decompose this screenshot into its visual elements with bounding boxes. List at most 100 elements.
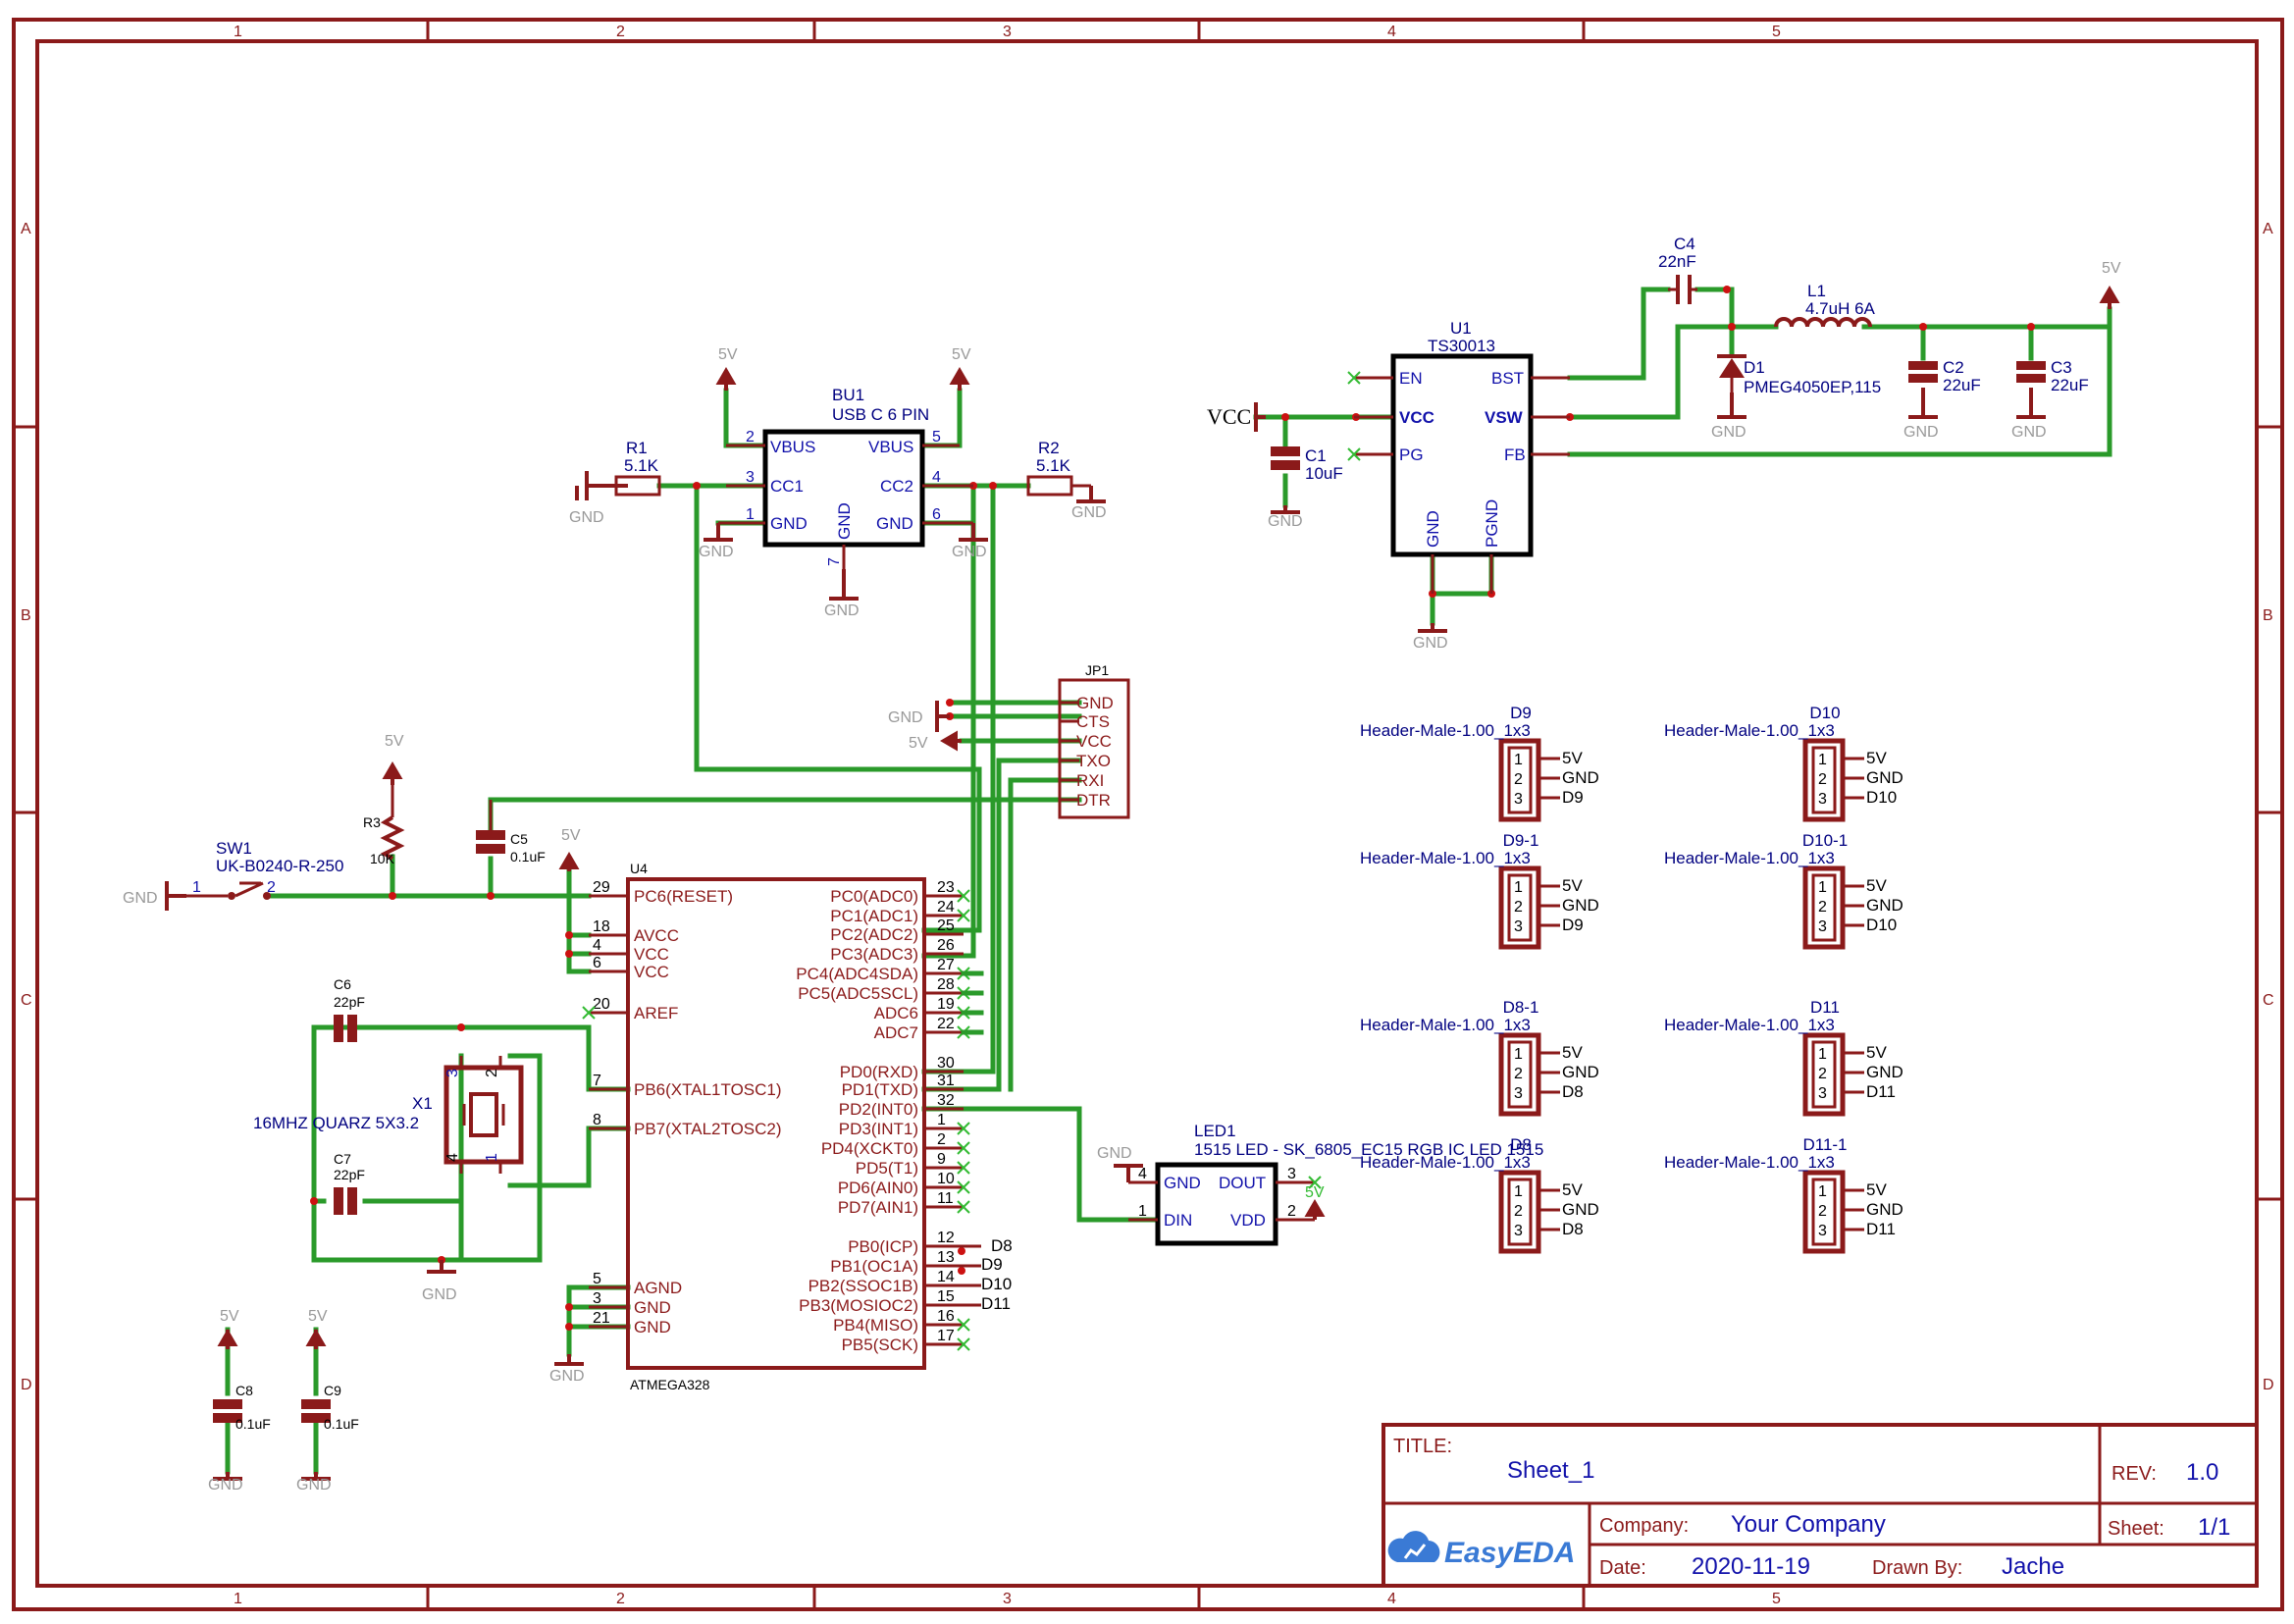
header-net-label: 5V	[1866, 876, 1887, 895]
u4-pin-name: PB6(XTAL1TOSC1)	[634, 1080, 782, 1099]
header-pin-number: 3	[1514, 791, 1523, 808]
u4-pin-number: 14	[937, 1269, 955, 1285]
header-ref: D10	[1809, 704, 1840, 722]
header-inner	[1811, 746, 1837, 814]
u4-pin-name: AGND	[634, 1279, 682, 1297]
svg-text:GND: GND	[208, 1477, 243, 1493]
u4-pin-number: 16	[937, 1308, 955, 1325]
svg-text:10uF: 10uF	[1305, 464, 1343, 483]
svg-text:22uF: 22uF	[2051, 376, 2089, 394]
row-label-left: A	[21, 221, 31, 237]
capacitor-c3: C3 22uF	[2016, 358, 2089, 394]
gnd-symbol: GND	[422, 1260, 457, 1303]
header-net-label: GND	[1562, 1200, 1599, 1219]
bu1-ref: BU1	[832, 386, 864, 404]
header-pin-number: 3	[1514, 918, 1523, 935]
svg-text:GND: GND	[1071, 504, 1107, 521]
u4-pin-name: PB2(SSOC1B)	[808, 1277, 918, 1295]
header-net-label: GND	[1866, 1063, 1903, 1081]
svg-text:DIN: DIN	[1164, 1211, 1192, 1230]
svg-text:TS30013: TS30013	[1428, 337, 1495, 355]
header-pin-number: 1	[1818, 879, 1827, 896]
svg-text:1: 1	[1138, 1203, 1147, 1220]
u4-right-pins: 23PC0(ADC0)24PC1(ADC1)25PC2(ADC2)26PC3(A…	[796, 879, 984, 1354]
u4-pin-number: 11	[937, 1190, 954, 1207]
svg-text:VCC: VCC	[1076, 732, 1112, 751]
vcc-symbol: VCC	[1207, 402, 1266, 432]
svg-text:SW1: SW1	[216, 839, 252, 858]
header-body	[1802, 1170, 1846, 1254]
5v-symbol: 5V	[949, 346, 971, 391]
header-body	[1802, 1032, 1846, 1117]
rev-label: REV:	[2112, 1463, 2157, 1485]
svg-text:5V: 5V	[561, 827, 581, 844]
header-pin-number: 3	[1818, 1223, 1827, 1239]
svg-text:PG: PG	[1399, 445, 1424, 464]
svg-text:0.1uF: 0.1uF	[235, 1416, 271, 1432]
capacitor-c8: C8 0.1uF	[213, 1383, 271, 1432]
svg-text:22pF: 22pF	[334, 994, 365, 1010]
u4-pin-name: PB5(SCK)	[842, 1336, 918, 1354]
svg-text:5.1K: 5.1K	[1036, 456, 1071, 475]
gnd-symbol: GND	[699, 523, 734, 560]
svg-text:GND: GND	[2011, 424, 2047, 441]
svg-text:C5: C5	[510, 831, 528, 847]
header-value: Header-Male-1.00_1x3	[1664, 721, 1835, 740]
u4-pin-number: 30	[937, 1055, 955, 1072]
header-body	[1498, 1170, 1541, 1254]
col-label-top: 5	[1772, 24, 1781, 40]
title-block: TITLE: Sheet_1 REV: 1.0 Company: Your Co…	[1382, 1423, 2259, 1588]
capacitor-c5: C5 0.1uF	[476, 800, 546, 864]
5v-symbol: 5V	[382, 733, 404, 785]
svg-text:GND: GND	[1413, 635, 1448, 652]
no-connect-icon	[957, 1318, 970, 1332]
svg-text:GND: GND	[952, 544, 987, 560]
u4-pin-name: PC3(ADC3)	[830, 945, 918, 964]
svg-text:GND: GND	[1097, 1145, 1132, 1162]
svg-text:0.1uF: 0.1uF	[510, 849, 546, 864]
svg-text:EN: EN	[1399, 369, 1423, 388]
no-connect-icon	[582, 1006, 596, 1020]
pin-name: VBUS	[770, 438, 815, 456]
svg-text:3: 3	[1287, 1166, 1296, 1182]
svg-text:GND: GND	[1711, 424, 1747, 441]
u4-pin-name: GND	[634, 1298, 671, 1317]
easyeda-logo: EasyEDA	[1444, 1537, 1575, 1569]
header-pin-number: 1	[1818, 1046, 1827, 1063]
u4-pin-number: 7	[593, 1073, 601, 1089]
svg-text:GND: GND	[1164, 1174, 1201, 1192]
gnd-symbol: GND	[569, 471, 628, 526]
no-connect-icon	[957, 1161, 970, 1175]
header-net-label: 5V	[1866, 1180, 1887, 1199]
header-net-label: D10	[1866, 788, 1897, 807]
header-net-label: 5V	[1866, 749, 1887, 767]
header-net-label: GND	[1562, 896, 1599, 915]
svg-text:22uF: 22uF	[1943, 376, 1981, 394]
svg-text:C4: C4	[1674, 235, 1695, 253]
svg-text:DOUT: DOUT	[1219, 1174, 1266, 1192]
svg-text:GND: GND	[1903, 424, 1939, 441]
sheet-frame: 1 2 3 4 5 1 2 3 4 5 A B C D A B C D	[12, 18, 2284, 1611]
u4-ref: U4	[630, 861, 648, 876]
header-pin-number: 2	[1818, 1066, 1827, 1082]
u4-pin-number: 23	[937, 879, 955, 896]
jp1-ref: JP1	[1085, 662, 1109, 678]
svg-text:4.7uH 6A: 4.7uH 6A	[1805, 299, 1876, 318]
bu1-value: USB C 6 PIN	[832, 405, 929, 424]
power-symbols: 5V 5V 5V 5V 5V 5V 5V 5V GND GND GND GND …	[123, 260, 2121, 1493]
gnd-symbol: GND	[1413, 623, 1448, 652]
u4-pin-number: 31	[937, 1073, 955, 1089]
diode-d1: D1 PMEG4050EP,115	[1717, 354, 1881, 396]
u4-pin-number: 12	[937, 1230, 955, 1246]
svg-text:L1: L1	[1807, 282, 1826, 300]
row-label-right: C	[2263, 992, 2274, 1009]
u4-pin-name: PD1(TXD)	[842, 1080, 918, 1099]
header-pin-number: 1	[1514, 879, 1523, 896]
u4-pin-number: 20	[593, 996, 610, 1013]
svg-text:2: 2	[1287, 1203, 1296, 1220]
net-label: D10	[981, 1275, 1012, 1293]
u4-pin-number: 2	[937, 1131, 946, 1148]
